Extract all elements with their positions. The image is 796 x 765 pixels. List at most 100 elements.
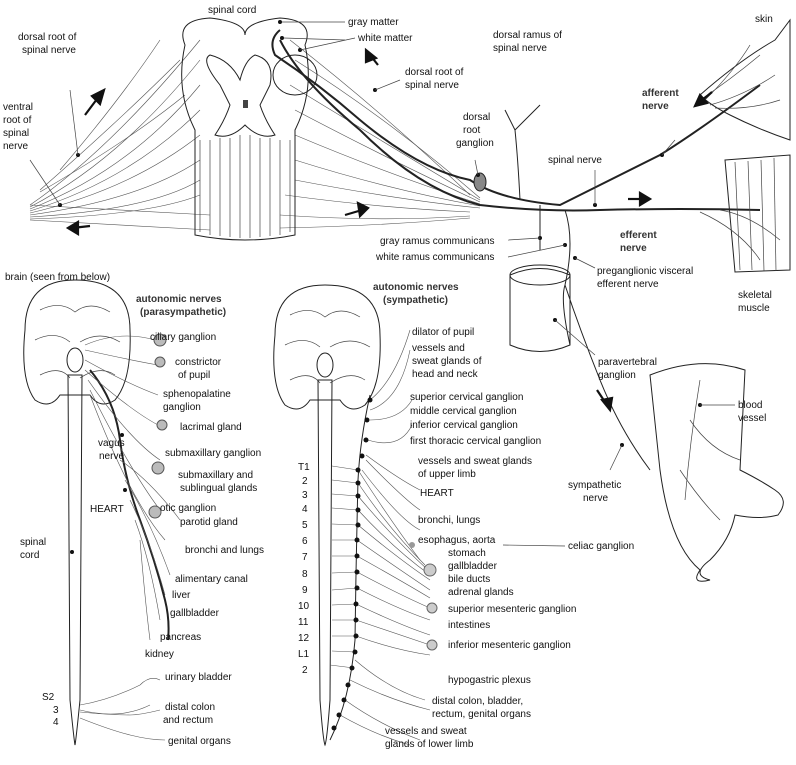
segment-9: 9: [302, 585, 308, 596]
label-sym-title-2: (sympathetic): [383, 295, 448, 306]
label-heart-parasym: HEART: [90, 504, 124, 515]
label-urinary: urinary bladder: [165, 672, 232, 683]
spinal-cord-left: [68, 375, 82, 745]
label-parasym-title-2: (parasympathetic): [140, 307, 226, 318]
label-distal-colon-sym-2: rectum, genital organs: [432, 709, 531, 720]
dorsal-root-ganglion: [474, 173, 486, 191]
segment-3: 3: [53, 705, 59, 716]
gray-matter-shape: [207, 55, 275, 136]
label-white-matter: white matter: [357, 33, 413, 44]
cord-striations: [200, 135, 290, 238]
label-adrenal: adrenal glands: [448, 587, 514, 598]
label-kidney: kidney: [145, 649, 174, 660]
brainstem-right: [317, 353, 333, 377]
label-dorsal-root-left-1: dorsal root of: [18, 32, 77, 43]
label-drg-1: dorsal: [463, 112, 490, 123]
label-inferior-mesenteric: inferior mesenteric ganglion: [448, 640, 571, 651]
label-pancreas: pancreas: [160, 632, 201, 643]
segment-l2: 2: [302, 665, 308, 676]
label-hypogastric: hypogastric plexus: [448, 675, 531, 686]
label-ventral-root-1: ventral: [3, 102, 33, 113]
label-inferior-cervical: inferior cervical ganglion: [410, 420, 518, 431]
white-matter-region: [273, 55, 317, 95]
label-paravertebral-1: paravertebral: [598, 357, 657, 368]
segment-4: 4: [302, 504, 308, 515]
vessel-branches: [680, 380, 740, 520]
communicans-rami: [540, 205, 570, 345]
paravertebral-ganglion-cylinder: [510, 269, 570, 352]
label-blood-2: vessel: [738, 413, 766, 424]
label-ventral-root-2: root of: [3, 115, 32, 126]
label-spheno-1: sphenopalatine: [163, 389, 231, 400]
segment-12: 12: [298, 633, 310, 644]
label-gray-matter: gray matter: [348, 17, 399, 28]
label-drg-2: root: [463, 125, 480, 136]
label-parotid: parotid gland: [180, 517, 238, 528]
label-drg-3: ganglion: [456, 138, 494, 149]
label-vessels-head-1: vessels and: [412, 343, 465, 354]
label-stomach: stomach: [448, 548, 486, 559]
label-liver: liver: [172, 590, 191, 601]
label-brain: brain (seen from below): [5, 272, 110, 283]
celiac-leader: [503, 545, 565, 546]
label-sym-title-1: autonomic nerves: [373, 282, 459, 293]
brain-left-folds: [35, 305, 120, 378]
segment-2: 2: [302, 476, 308, 487]
label-distal-colon-2: and rectum: [163, 715, 213, 726]
arrowhead-sympathetic: [602, 398, 612, 410]
left-nerve-fan: [30, 40, 210, 230]
label-paravertebral-2: ganglion: [598, 370, 636, 381]
label-spinal-cord-l-2: cord: [20, 550, 39, 561]
label-gallbladder: gallbladder: [170, 608, 220, 619]
segment-10: 10: [298, 601, 310, 612]
spinal-cord-right: [318, 380, 332, 745]
label-vagus-1: vagus: [98, 438, 125, 449]
label-distal-colon-1: distal colon: [165, 702, 215, 713]
brain-left: [24, 280, 130, 404]
label-superior-cervical: superior cervical ganglion: [410, 392, 523, 403]
muscle-striations: [700, 158, 780, 271]
brainstem-left: [67, 348, 83, 372]
label-celiac: celiac ganglion: [568, 541, 634, 552]
segment-l1: L1: [298, 649, 310, 660]
brain-right-folds: [285, 310, 370, 383]
label-afferent-1: afferent: [642, 88, 679, 99]
label-ventral-root-3: spinal: [3, 128, 29, 139]
segment-8: 8: [302, 569, 308, 580]
segment-3: 3: [302, 490, 308, 501]
label-vessels-limb-1: vessels and sweat glands: [418, 456, 532, 467]
spinal-cord-outline: [182, 18, 309, 240]
label-otic: otic ganglion: [160, 503, 216, 514]
label-submax-glands-2: sublingual glands: [180, 483, 257, 494]
sympathetic-chain: [330, 395, 370, 740]
label-dorsal-root-right-1: dorsal root of: [405, 67, 464, 78]
dorsal-ramus: [505, 105, 540, 200]
label-bronchi-lungs: bronchi and lungs: [185, 545, 264, 556]
label-ventral-root-4: nerve: [3, 141, 28, 152]
label-skin: skin: [755, 14, 773, 25]
label-preganglionic-2: efferent nerve: [597, 279, 659, 290]
label-preganglionic-1: preganglionic visceral: [597, 266, 693, 277]
label-heart-sym: HEART: [420, 488, 454, 499]
label-distal-colon-sym-1: distal colon, bladder,: [432, 696, 523, 707]
segment-7: 7: [302, 552, 308, 563]
segment-s2: S2: [42, 692, 55, 703]
label-spinal-cord: spinal cord: [208, 5, 256, 16]
label-dorsal-root-left-2: spinal nerve: [22, 45, 76, 56]
label-superior-mesenteric: superior mesenteric ganglion: [448, 604, 576, 615]
label-white-ramus: white ramus communicans: [375, 252, 494, 263]
segment-4: 4: [53, 717, 59, 728]
label-afferent-2: nerve: [642, 101, 669, 112]
leader-dots: [58, 20, 702, 447]
label-skeletal-2: muscle: [738, 303, 770, 314]
label-genital-parasym: genital organs: [168, 736, 231, 747]
label-gallbladder-sym: gallbladder: [448, 561, 498, 572]
label-dorsal-ramus-2: spinal nerve: [493, 43, 547, 54]
label-spinal-cord-l-1: spinal: [20, 537, 46, 548]
label-alimentary: alimentary canal: [175, 574, 248, 585]
label-gray-ramus: gray ramus communicans: [380, 236, 494, 247]
arrowhead-efferent: [640, 193, 650, 205]
label-vessels-head-3: head and neck: [412, 369, 479, 380]
label-efferent-2: nerve: [620, 243, 647, 254]
